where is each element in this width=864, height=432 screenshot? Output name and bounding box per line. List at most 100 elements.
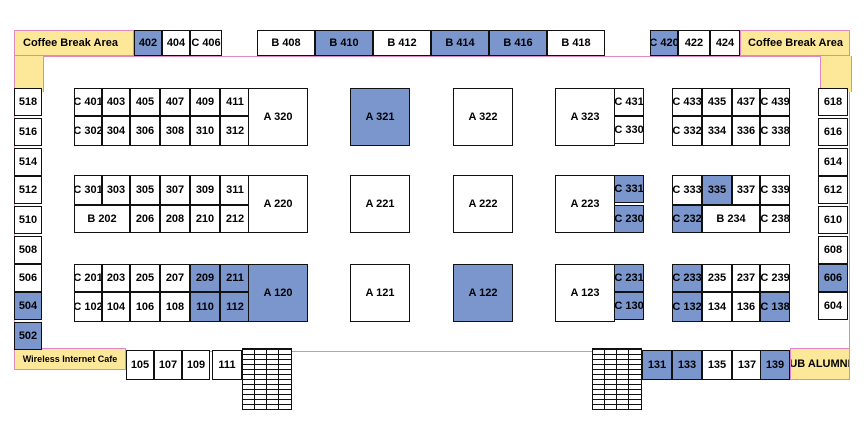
booth-c-332[interactable]: C 332	[672, 116, 702, 146]
booth-312[interactable]: 312	[220, 116, 250, 146]
booth-112[interactable]: 112	[220, 292, 250, 322]
booth-512[interactable]: 512	[14, 176, 42, 204]
booth-c-406[interactable]: C 406	[190, 30, 222, 56]
booth-a-121[interactable]: A 121	[350, 264, 410, 322]
booth-308[interactable]: 308	[160, 116, 190, 146]
booth-612[interactable]: 612	[818, 176, 848, 204]
booth-618[interactable]: 618	[818, 88, 848, 116]
booth-c-132[interactable]: C 132	[672, 292, 702, 322]
booth-c-239[interactable]: C 239	[760, 264, 790, 292]
booth-235[interactable]: 235	[702, 264, 732, 292]
booth-207[interactable]: 207	[160, 264, 190, 292]
booth-403[interactable]: 403	[102, 88, 130, 116]
booth-205[interactable]: 205	[130, 264, 160, 292]
coffee-break-area-left[interactable]: Coffee Break Area	[14, 30, 134, 56]
booth-306[interactable]: 306	[130, 116, 160, 146]
booth-c-232[interactable]: C 232	[672, 205, 702, 233]
booth-c-201[interactable]: C 201	[74, 264, 102, 292]
coffee-break-area-right[interactable]: Coffee Break Area	[740, 30, 850, 56]
booth-c-230[interactable]: C 230	[614, 205, 644, 233]
booth-506[interactable]: 506	[14, 264, 42, 292]
booth-c-433[interactable]: C 433	[672, 88, 702, 116]
booth-b-234[interactable]: B 234	[702, 205, 760, 233]
booth-437[interactable]: 437	[732, 88, 760, 116]
booth-a-223[interactable]: A 223	[555, 175, 615, 233]
booth-c-301[interactable]: C 301	[74, 175, 102, 205]
booth-510[interactable]: 510	[14, 206, 42, 234]
booth-604[interactable]: 604	[818, 292, 848, 320]
booth-b-418[interactable]: B 418	[547, 30, 605, 56]
booth-c-302[interactable]: C 302	[74, 116, 102, 146]
booth-304[interactable]: 304	[102, 116, 130, 146]
booth-b-410[interactable]: B 410	[315, 30, 373, 56]
booth-608[interactable]: 608	[818, 236, 848, 264]
booth-b-202[interactable]: B 202	[74, 205, 130, 233]
booth-a-122[interactable]: A 122	[453, 264, 513, 322]
booth-518[interactable]: 518	[14, 88, 42, 116]
booth-206[interactable]: 206	[130, 205, 160, 233]
booth-c-338[interactable]: C 338	[760, 116, 790, 146]
booth-211[interactable]: 211	[220, 264, 250, 292]
booth-c-130[interactable]: C 130	[614, 292, 644, 320]
booth-203[interactable]: 203	[102, 264, 130, 292]
booth-516[interactable]: 516	[14, 118, 42, 146]
booth-208[interactable]: 208	[160, 205, 190, 233]
booth-504[interactable]: 504	[14, 292, 42, 320]
booth-104[interactable]: 104	[102, 292, 130, 322]
booth-606[interactable]: 606	[818, 264, 848, 292]
booth-309[interactable]: 309	[190, 175, 220, 205]
booth-137[interactable]: 137	[732, 350, 762, 380]
booth-336[interactable]: 336	[732, 116, 760, 146]
booth-c-331[interactable]: C 331	[614, 175, 644, 203]
booth-b-416[interactable]: B 416	[489, 30, 547, 56]
booth-c-231[interactable]: C 231	[614, 264, 644, 292]
booth-c-339[interactable]: C 339	[760, 175, 790, 205]
booth-614[interactable]: 614	[818, 148, 848, 176]
booth-404[interactable]: 404	[162, 30, 190, 56]
booth-a-220[interactable]: A 220	[248, 175, 308, 233]
booth-136[interactable]: 136	[732, 292, 760, 322]
booth-a-221[interactable]: A 221	[350, 175, 410, 233]
booth-307[interactable]: 307	[160, 175, 190, 205]
booth-110[interactable]: 110	[190, 292, 220, 322]
booth-106[interactable]: 106	[130, 292, 160, 322]
booth-a-320[interactable]: A 320	[248, 88, 308, 146]
booth-405[interactable]: 405	[130, 88, 160, 116]
booth-b-412[interactable]: B 412	[373, 30, 431, 56]
booth-134[interactable]: 134	[702, 292, 732, 322]
booth-a-222[interactable]: A 222	[453, 175, 513, 233]
booth-508[interactable]: 508	[14, 236, 42, 264]
booth-c-439[interactable]: C 439	[760, 88, 790, 116]
booth-337[interactable]: 337	[732, 175, 760, 205]
booth-131[interactable]: 131	[642, 350, 672, 380]
booth-c-102[interactable]: C 102	[74, 292, 102, 322]
booth-402[interactable]: 402	[134, 30, 162, 56]
booth-210[interactable]: 210	[190, 205, 220, 233]
booth-105[interactable]: 105	[126, 350, 154, 380]
booth-a-323[interactable]: A 323	[555, 88, 615, 146]
booth-305[interactable]: 305	[130, 175, 160, 205]
booth-209[interactable]: 209	[190, 264, 220, 292]
booth-c-238[interactable]: C 238	[760, 205, 790, 233]
booth-422[interactable]: 422	[678, 30, 710, 56]
ub-alumni-area[interactable]: UB ALUMNI	[790, 348, 850, 380]
booth-334[interactable]: 334	[702, 116, 732, 146]
booth-616[interactable]: 616	[818, 118, 848, 146]
booth-c-138[interactable]: C 138	[760, 292, 790, 322]
booth-139[interactable]: 139	[760, 350, 790, 380]
wireless-internet-cafe[interactable]: Wireless Internet Cafe	[14, 348, 126, 370]
booth-133[interactable]: 133	[672, 350, 702, 380]
booth-109[interactable]: 109	[182, 350, 210, 380]
booth-135[interactable]: 135	[702, 350, 732, 380]
booth-108[interactable]: 108	[160, 292, 190, 322]
booth-a-321[interactable]: A 321	[350, 88, 410, 146]
booth-502[interactable]: 502	[14, 322, 42, 350]
booth-111[interactable]: 111	[212, 350, 242, 380]
booth-b-414[interactable]: B 414	[431, 30, 489, 56]
booth-a-120[interactable]: A 120	[248, 264, 308, 322]
booth-c-401[interactable]: C 401	[74, 88, 102, 116]
booth-212[interactable]: 212	[220, 205, 250, 233]
booth-335[interactable]: 335	[702, 175, 732, 205]
booth-514[interactable]: 514	[14, 148, 42, 176]
booth-107[interactable]: 107	[154, 350, 182, 380]
